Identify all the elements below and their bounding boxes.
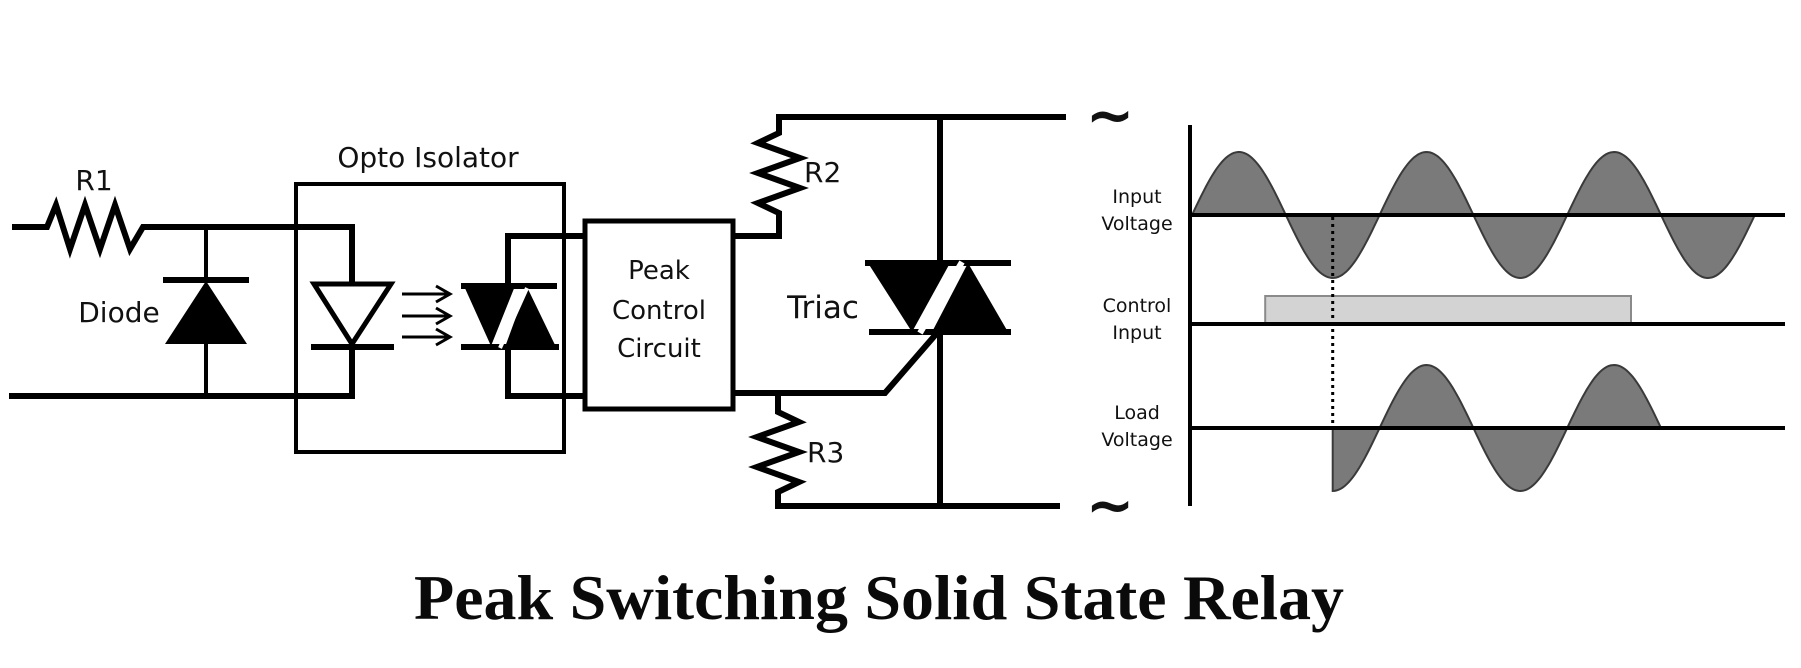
peak-control-circuit: Peak Control Circuit [582, 218, 736, 412]
peak-control-line-3: Circuit [617, 334, 701, 364]
opto-isolator: Opto Isolator [294, 141, 586, 454]
triac-icon [865, 260, 1011, 335]
ac-top-symbol: ~ [1086, 81, 1135, 149]
load-voltage-label-1: Load [1114, 402, 1160, 424]
opto-isolator-box [294, 182, 566, 454]
r2-label: R2 [804, 156, 841, 189]
ac-bottom-symbol: ~ [1086, 471, 1135, 539]
light-arrows-icon [402, 284, 454, 347]
peak-control-line-2: Control [612, 296, 706, 326]
control-input-pulse [1264, 295, 1632, 325]
timing-diagram: Input Voltage Control Input Load Voltage [1101, 125, 1785, 506]
load-voltage-label-2: Voltage [1101, 429, 1172, 451]
triac-label: Triac [786, 290, 859, 326]
r3-label: R3 [807, 436, 844, 469]
opto-isolator-label: Opto Isolator [337, 141, 519, 174]
output-section: R2 R3 Triac ~ ~ [732, 81, 1135, 539]
gate-wire [732, 328, 942, 396]
input-section: R1 Diode [9, 164, 355, 399]
r1-label: R1 [75, 164, 112, 197]
diode-symbol [163, 227, 249, 396]
peak-control-line-1: Peak [628, 256, 690, 286]
peak-control-box [582, 218, 736, 412]
input-voltage-label-2: Voltage [1101, 213, 1172, 235]
r2-resistor [732, 114, 1066, 239]
opto-triac-icon [461, 233, 586, 399]
input-voltage-label-1: Input [1112, 186, 1161, 208]
r3-resistor [748, 390, 1060, 509]
r1-resistor [12, 195, 355, 286]
control-input-label-1: Control [1103, 295, 1172, 317]
led-icon [309, 281, 396, 350]
input-return-wire [9, 344, 355, 399]
diagram-title: Peak Switching Solid State Relay [414, 562, 1344, 633]
control-input-label-2: Input [1112, 322, 1161, 344]
diode-label: Diode [78, 296, 159, 329]
